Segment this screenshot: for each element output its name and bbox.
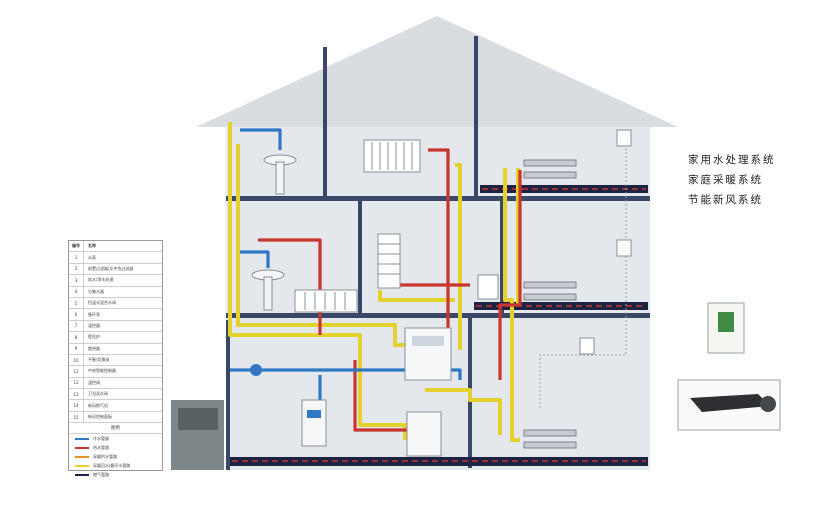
legend-row-num: 9 [69,343,84,354]
legend-row: 5 恒温式混合水阀 [69,297,162,310]
legend-row: 6 循环泵 [69,309,162,321]
water-softener-icon [301,399,327,447]
legend-key-swatch [75,446,89,449]
legend-row-num: 1 [69,252,84,263]
legend-row: 12 温控阀 [69,377,162,390]
legend-row-name: 循环泵 [88,311,100,317]
legend-row-name: 分集水器 [88,288,104,294]
legend-row-num: 11 [69,366,84,377]
legend-key: 冷水管路 [69,434,162,443]
legend-row: 8 壁挂炉 [69,332,162,344]
legend-row-num: 14 [69,400,84,411]
radiator-icon [363,139,421,173]
legend-row-name: 新风换气机 [88,402,108,408]
legend-key-name: 采暖回水/循环水管路 [93,462,131,468]
legend-row: 2 前置过滤器/反冲洗过滤器 [69,263,162,276]
legend-key: 采暖回水/循环水管路 [69,461,162,470]
thermostat-icon [579,337,595,355]
manifold-icon [523,281,577,301]
legend-row-num: 2 [69,263,84,275]
manifold-icon [523,429,577,449]
legend-key-name: 热水管路 [93,444,109,450]
legend-row: 1 水表 [69,252,162,264]
gas-meter-photo [171,400,224,470]
legend-row: 4 分集水器 [69,286,162,298]
water-meter-icon [250,364,262,376]
legend-row-name: 前置过滤器/反冲洗过滤器 [88,265,134,271]
legend-row: 14 新风换气机 [69,400,162,412]
legend-table: 编号 名称 1 水表 2 前置过滤器/反冲洗过滤器 3 软水/净水处理 4 分集水器 5 恒温式混… [68,240,163,477]
legend-row-name: 温控器 [88,322,100,328]
legend-row-num: 3 [69,275,84,286]
system-label-fresh-air: 节能新风系统 [688,194,763,206]
legend-header-name: 名称 [88,243,96,249]
control-panel-icon [707,302,745,354]
system-label-water-treatment: 家用水处理系统 [688,154,776,166]
yellow-pipes [228,122,520,442]
boiler-icon [404,327,452,381]
legend-key-swatch [75,473,89,476]
legend-row-num: 5 [69,297,84,309]
system-label-heating: 家庭采暖系统 [688,174,763,186]
legend-row: 3 软水/净水处理 [69,275,162,287]
legend-key-swatch [75,464,89,467]
legend-row-num: 4 [69,286,84,297]
legend-row-name: 卫浴混水阀 [88,391,108,397]
legend-row-num: 13 [69,389,84,400]
blue-pipes [230,128,462,405]
legend-row: 10 平衡/切换阀 [69,354,162,367]
legend-row: 15 新风控制面板 [69,411,162,424]
thermostat-wiring [539,148,627,410]
radiator-icon [377,233,401,289]
legend-row-name: 水表 [88,254,96,260]
legend-key-name: 冷水管路 [93,435,109,441]
legend-key: 燃气管路 [69,470,162,479]
boiler-icon [406,411,442,457]
legend-key-swatch [75,437,89,440]
legend-row: 13 卫浴混水阀 [69,389,162,401]
legend-row-name: 恒温式混合水阀 [88,300,116,306]
legend-row: 7 温控器 [69,320,162,333]
legend-row-num: 6 [69,309,84,320]
legend-row-name: 壁挂炉 [88,334,100,340]
legend-row-name: 散热器 [88,345,100,351]
legend-row-name: 中央智能控制器 [88,368,116,374]
legend-key-name: 采暖供水管路 [93,453,117,459]
sink-icon [251,269,285,311]
manifold-icon [523,159,577,179]
sink-icon [263,154,297,195]
legend-row-num: 10 [69,354,84,366]
floor-heating [230,185,648,466]
legend-key-swatch [75,455,89,458]
legend-row-name: 温控阀 [88,379,100,385]
thermostat-icon [616,129,632,147]
legend-row-num: 7 [69,320,84,332]
legend-row: 11 中央智能控制器 [69,366,162,378]
legend-key: 热水管路 [69,443,162,452]
legend-row-name: 新风控制面板 [88,414,112,420]
legend-row: 9 散热器 [69,343,162,355]
legend-row-num: 15 [69,411,84,423]
legend-key: 采暖供水管路 [69,452,162,461]
legend-key-title: 图例 [69,423,162,435]
radiator-icon [294,289,358,313]
legend-header: 编号 名称 [69,241,162,253]
radiator-icon [477,274,499,300]
legend-row-num: 8 [69,332,84,343]
legend-row-num: 12 [69,377,84,389]
legend-header-num: 编号 [69,241,84,252]
legend-key-name: 燃气管路 [93,471,109,477]
thermostat-icon [616,239,632,257]
legend-row-name: 平衡/切换阀 [88,357,110,363]
legend-row-name: 软水/净水处理 [88,277,114,283]
fresh-air-unit-icon [677,379,781,431]
